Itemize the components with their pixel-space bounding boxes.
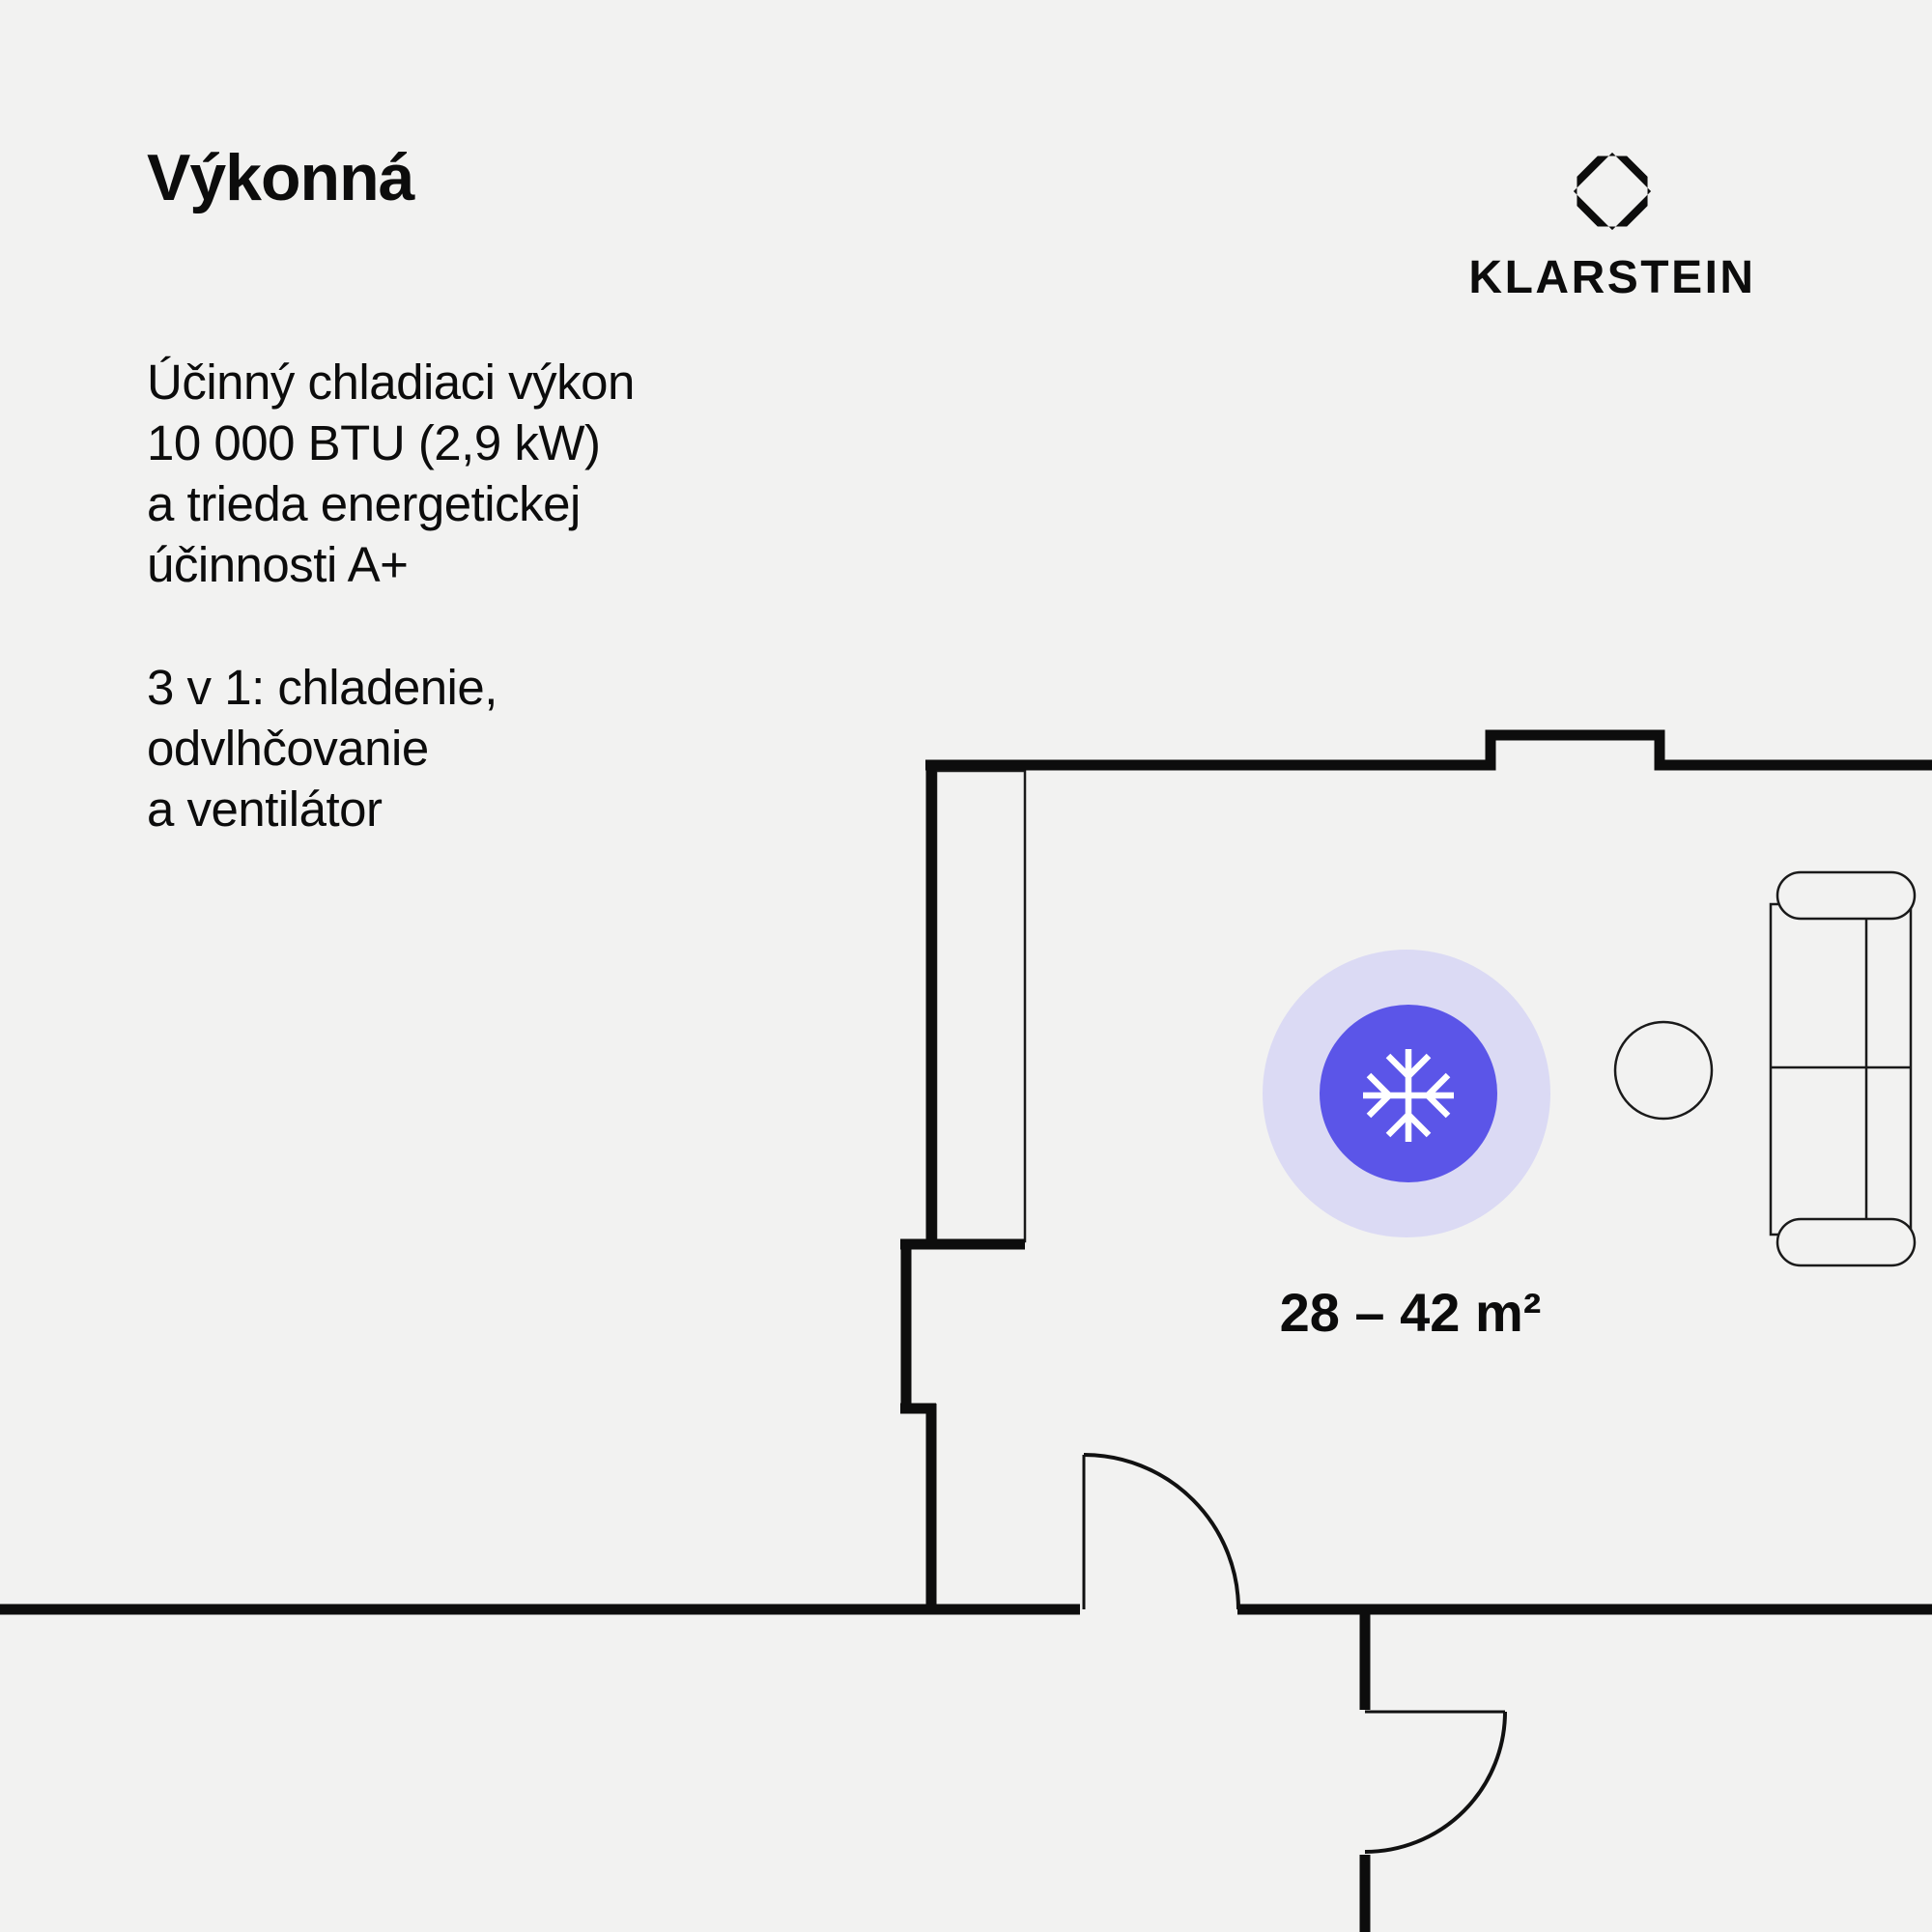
- wall-top: [925, 729, 1932, 771]
- wall-left: [900, 760, 1025, 1614]
- paragraph-line: a trieda energetickej: [147, 476, 581, 531]
- paragraph-line: účinnosti A+: [147, 537, 409, 592]
- paragraph-line: Účinný chladiaci výkon: [147, 355, 635, 410]
- sofa-body: [1769, 902, 1913, 1236]
- brand-wordmark: KLARSTEIN: [1468, 252, 1756, 303]
- paragraph-line: 10 000 BTU (2,9 kW): [147, 415, 601, 470]
- paragraph-line: a ventilátor: [147, 781, 383, 837]
- sofa: [1769, 870, 1917, 1267]
- feature-paragraph-3in1: 3 v 1: chladenie, odvlhčovanie a ventilá…: [147, 657, 497, 839]
- snowflake-icon: [1363, 1049, 1454, 1142]
- door-bottom-wall: [1082, 1453, 1240, 1610]
- side-table: [1613, 1020, 1714, 1121]
- door-swing-arc: [1364, 1711, 1507, 1854]
- page-title: Výkonná: [147, 141, 414, 214]
- paragraph-line: odvlhčovanie: [147, 721, 429, 776]
- sofa-armrest-top: [1776, 870, 1917, 921]
- door-interior-wall: [1364, 1710, 1507, 1854]
- coverage-area-label: 28 – 42 m²: [1279, 1282, 1542, 1343]
- closet: [934, 769, 1027, 1243]
- door-swing-arc: [1083, 1453, 1240, 1610]
- paragraph-line: 3 v 1: chladenie,: [147, 660, 497, 715]
- feature-paragraph-cooling-power: Účinný chladiaci výkon 10 000 BTU (2,9 k…: [147, 352, 635, 595]
- sofa-armrest-bottom: [1776, 1217, 1917, 1267]
